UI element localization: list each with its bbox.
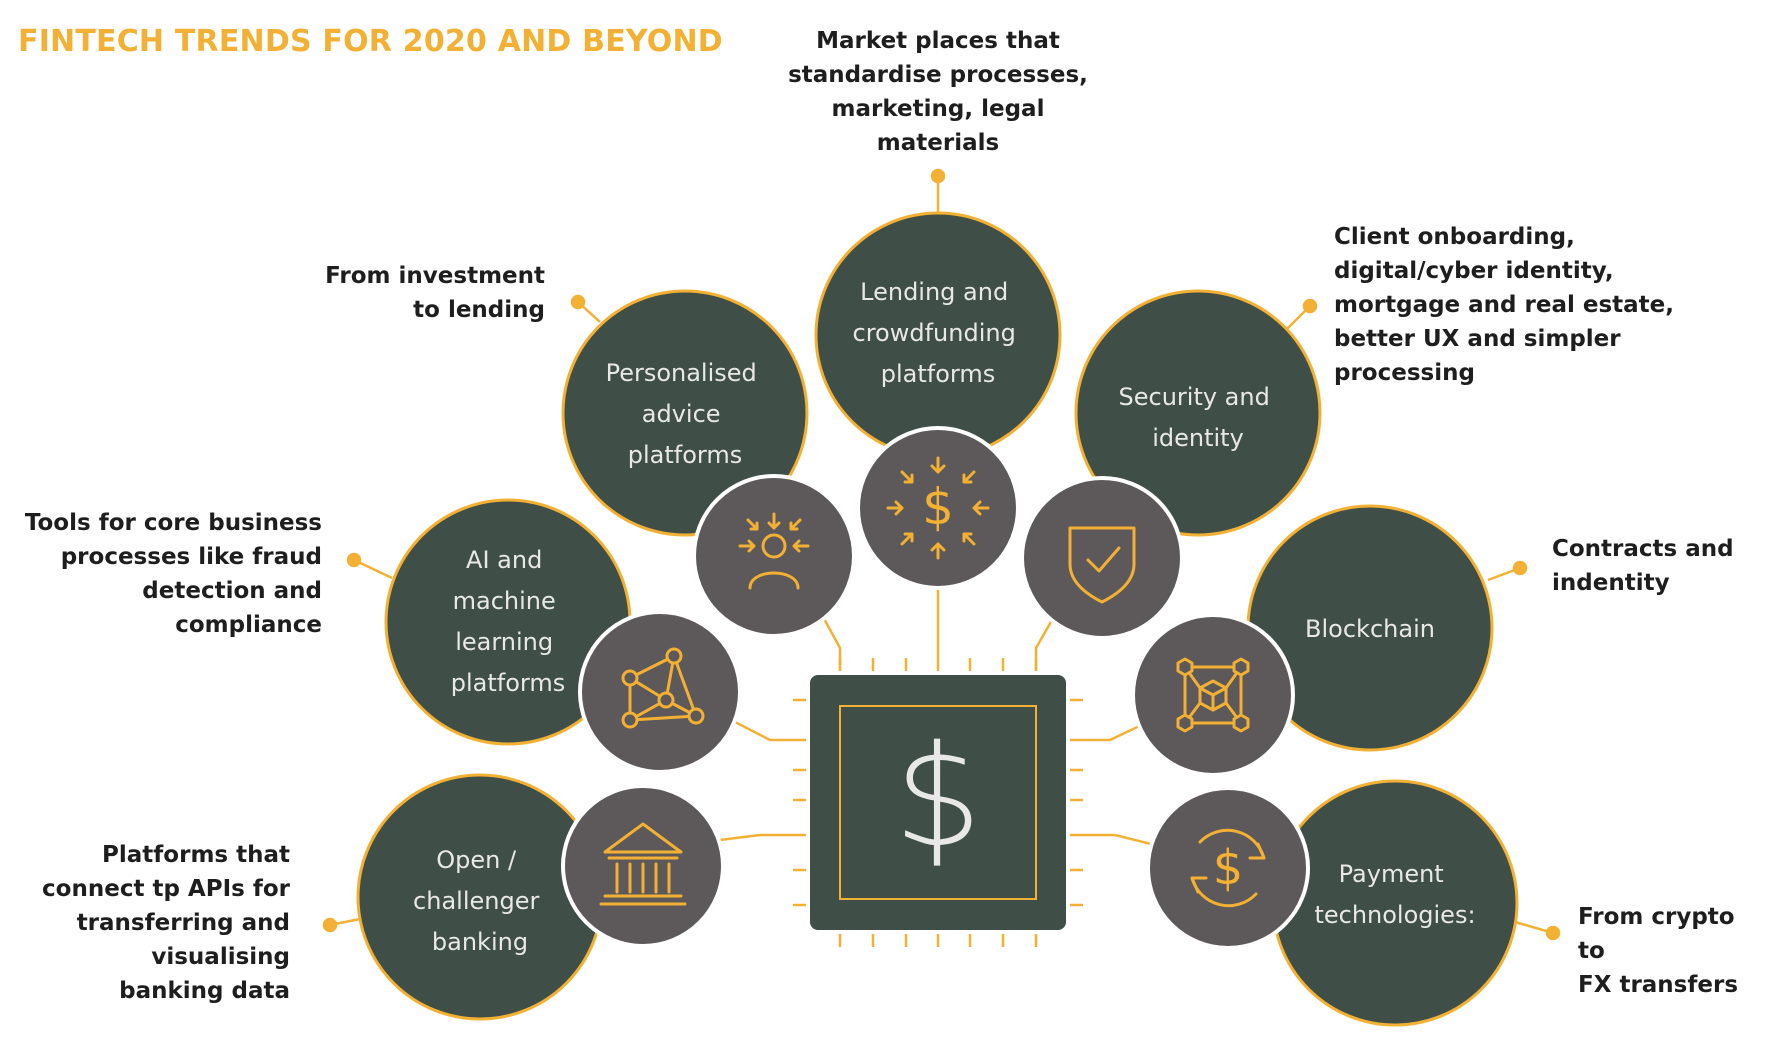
- chip-pins: [793, 658, 1083, 947]
- trend-circle-security: [1074, 289, 1322, 537]
- leader-dot-blockchain: [1512, 560, 1528, 576]
- network-nodes-icon: [621, 647, 705, 729]
- chip-inner-frame: [839, 705, 1037, 900]
- icon-circle-lending: [856, 426, 1020, 590]
- svg-text:$: $: [1213, 840, 1244, 896]
- dollar-converge-icon: $: [886, 456, 990, 560]
- trend-label-blockchain: Blockchain: [1305, 615, 1435, 643]
- leader-dot-open-banking: [322, 917, 338, 933]
- dollar-exchange-icon: $: [1190, 828, 1266, 908]
- trend-circles: [356, 211, 1519, 1027]
- blockchain-cube-icon: [1176, 657, 1250, 733]
- annotation-ai-ml: Tools for core business processes like f…: [24, 510, 322, 638]
- bank-building-icon: [599, 822, 687, 906]
- page-title: FINTECH TRENDS FOR 2020 AND BEYOND: [18, 24, 723, 59]
- trend-circle-personalised: [561, 289, 809, 537]
- annotation-leaders: [322, 168, 1561, 941]
- connector-open-banking: [719, 833, 808, 842]
- shield-check-icon: [1068, 526, 1136, 604]
- trend-label-personalised: Personalised advice platforms: [606, 359, 765, 469]
- icon-circles: [561, 426, 1310, 950]
- trend-label-open-banking: Open / challenger banking: [413, 846, 547, 956]
- icon-circle-ai-ml: [578, 610, 742, 774]
- connector-personalised: [820, 614, 842, 673]
- trend-label-security: Security and identity: [1119, 383, 1278, 452]
- trend-labels: Lending and crowdfunding platforms Perso…: [413, 278, 1476, 956]
- annotation-security: Client onboarding, digital/cyber identit…: [1334, 224, 1675, 386]
- person-focus-icon: [738, 512, 810, 590]
- connector-blockchain: [1068, 720, 1149, 742]
- leader-dot-security: [1302, 298, 1318, 314]
- trend-label-lending: Lending and crowdfunding platforms: [853, 278, 1024, 388]
- svg-text:$: $: [922, 478, 954, 536]
- annotation-open-banking: Platforms that connect tp APIs for trans…: [42, 842, 290, 1004]
- leader-dot-payment: [1545, 925, 1561, 941]
- annotation-lending: Market places that standardise processes…: [788, 28, 1088, 156]
- trend-label-ai-ml: AI and machine learning platforms: [451, 546, 565, 697]
- connector-security: [1034, 619, 1054, 673]
- dollar-sign-icon: $: [893, 716, 982, 879]
- icon-circle-security: [1020, 476, 1184, 640]
- trend-label-payment: Payment technologies:: [1314, 860, 1475, 929]
- connector-ai-ml: [734, 720, 808, 742]
- annotation-payment: From crypto to FX transfers: [1578, 904, 1739, 998]
- chip-body: [806, 671, 1070, 934]
- annotation-personalised: From investment to lending: [325, 263, 545, 323]
- leader-dot-personalised: [570, 294, 586, 310]
- central-chip: $: [793, 658, 1083, 947]
- icon-circle-payment: [1146, 786, 1310, 950]
- connector-payment: [1068, 833, 1156, 847]
- leader-dot-lending: [930, 168, 946, 184]
- annotation-blockchain: Contracts and indentity: [1552, 536, 1734, 596]
- leader-dot-ai-ml: [346, 552, 362, 568]
